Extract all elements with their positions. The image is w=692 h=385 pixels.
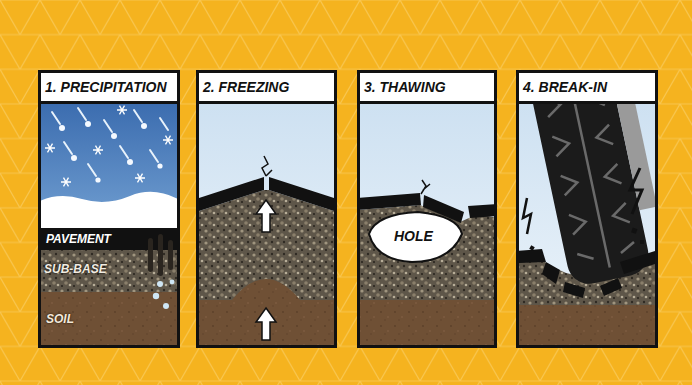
sub-base-layer	[41, 250, 177, 292]
debris-bits	[529, 227, 644, 250]
water-channels	[148, 234, 173, 276]
break-in-scene	[519, 100, 655, 345]
layer-label: SOIL	[46, 313, 74, 326]
pavement-right	[620, 250, 655, 274]
upward-arrow	[256, 200, 276, 232]
upward-arrow	[256, 308, 276, 340]
night-sky	[41, 100, 177, 345]
layer-label: PAVEMENT	[46, 233, 111, 246]
pavement-right	[468, 204, 494, 218]
tire	[526, 100, 655, 288]
sub-base-layer	[360, 205, 494, 345]
pavement-left	[519, 249, 546, 263]
step-heading: 1. PRECIPITATION	[41, 73, 177, 104]
water-drops	[153, 280, 175, 309]
thawing-scene	[360, 100, 494, 345]
step-heading: 4. BREAK-IN	[519, 73, 655, 104]
step-heading: 3. THAWING	[360, 73, 494, 104]
step-heading: 2. FREEZING	[199, 73, 334, 104]
hole-void	[369, 212, 462, 262]
snow-layer	[41, 192, 177, 228]
pavement-right	[269, 177, 334, 212]
sky	[199, 100, 334, 345]
step-panel: 3. THAWING	[357, 70, 497, 348]
crack-line	[421, 180, 430, 194]
precipitation-scene	[41, 100, 177, 345]
pavement-shard	[542, 262, 560, 284]
sky	[360, 100, 494, 345]
pavement-sagging	[423, 195, 464, 223]
freezing-scene	[199, 100, 334, 345]
pavement-left	[199, 177, 264, 212]
step-panel: 2. FREEZING	[196, 70, 337, 348]
layer-label: HOLE	[394, 229, 433, 244]
layer-label: SUB-BASE	[44, 263, 107, 276]
rain-streaks	[52, 108, 168, 176]
pavement-layer	[41, 228, 177, 250]
step-panel: 1. PRECIPITATION	[38, 70, 180, 348]
soil-bulge	[199, 279, 334, 345]
soil-layer	[519, 305, 655, 345]
soil-layer	[41, 292, 177, 345]
pavement-shard	[600, 278, 622, 296]
impact-bolt	[523, 198, 531, 234]
snowflakes	[45, 106, 173, 187]
step-panel: 4. BREAK-IN	[516, 70, 658, 348]
pavement-left	[360, 193, 421, 210]
hail-drops	[59, 121, 163, 183]
sub-base-layer	[199, 190, 334, 345]
impact-bolt	[630, 168, 642, 214]
soil-layer	[360, 300, 494, 345]
crack-line	[262, 156, 272, 176]
pavement-shard	[563, 282, 585, 298]
